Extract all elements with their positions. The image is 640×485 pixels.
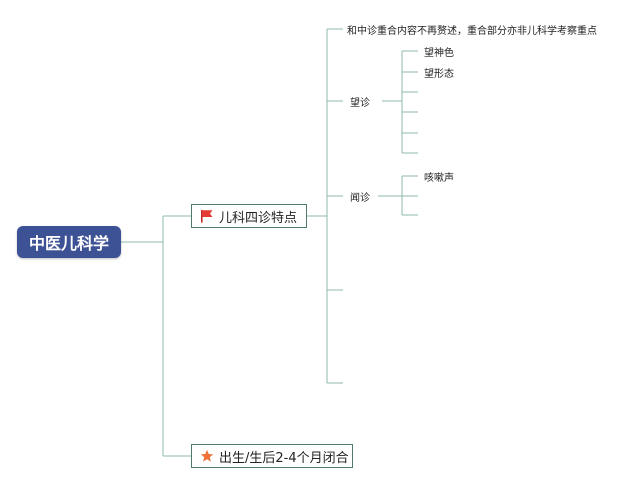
branch-label-sizhen: 儿科四诊特点: [219, 210, 298, 226]
red-flag-icon: [200, 209, 214, 223]
root-label: 中医儿科学: [28, 234, 109, 253]
wen-node[interactable]: 闻诊: [350, 193, 370, 204]
branch-node-sizhen[interactable]: 儿科四诊特点: [191, 204, 307, 228]
root-node[interactable]: 中医儿科学: [17, 226, 121, 258]
branch-label-closure: 出生/生后2-4个月闭合: [219, 450, 349, 466]
branch-node-closure[interactable]: 出生/生后2-4个月闭合: [191, 444, 353, 468]
star-icon: [200, 449, 214, 463]
ke-sou-sheng-node[interactable]: 咳嗽声: [424, 173, 454, 184]
note-node[interactable]: 和中诊重合内容不再赘述，重合部分亦非儿科学考察重点: [347, 26, 597, 37]
wang-shen-se-node[interactable]: 望神色: [424, 48, 454, 59]
wang-xing-tai-node[interactable]: 望形态: [424, 69, 454, 80]
wang-node[interactable]: 望诊: [350, 98, 370, 109]
